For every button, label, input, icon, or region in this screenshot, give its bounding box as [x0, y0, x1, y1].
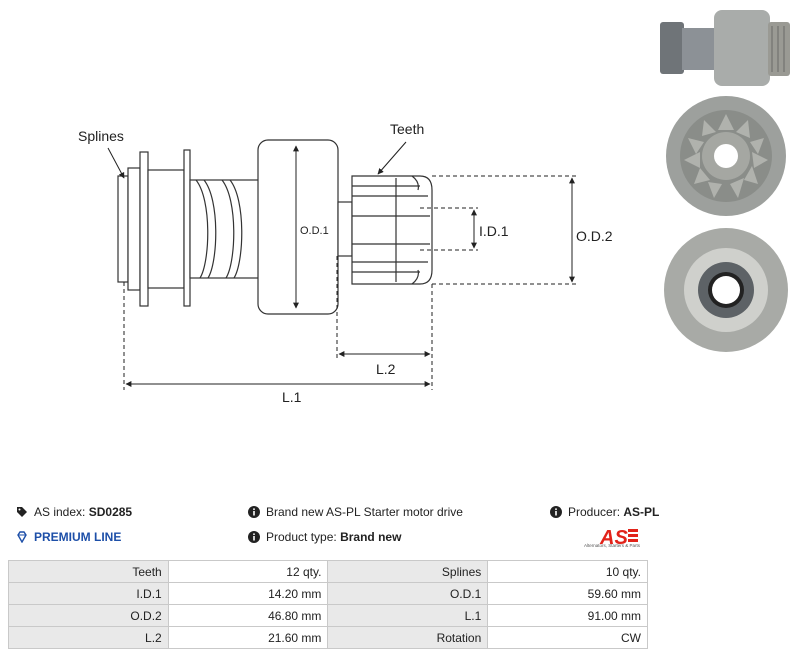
- spec-label: L.1: [327, 604, 489, 627]
- spec-value: 21.60 mm: [167, 626, 329, 649]
- as-index-row: AS index: SD0285: [16, 505, 132, 519]
- spec-value: 46.80 mm: [167, 604, 329, 627]
- spec-value: CW: [487, 626, 648, 649]
- as-index-value: SD0285: [88, 505, 133, 519]
- l2-label: L.2: [376, 361, 396, 377]
- info-icon: [550, 506, 562, 518]
- spline-hub: [127, 167, 141, 291]
- producer-value: AS-PL: [623, 505, 660, 519]
- collar-plate: [139, 151, 149, 307]
- tag-icon: [17, 507, 27, 517]
- spec-label: L.2: [8, 626, 169, 649]
- description-row: Brand new AS-PL Starter motor drive: [248, 505, 463, 519]
- spec-value: 91.00 mm: [487, 604, 648, 627]
- description-text: Brand new AS-PL Starter motor drive: [266, 505, 463, 519]
- collar-ring: [183, 149, 191, 307]
- diamond-icon: [17, 531, 27, 543]
- premium-line-label: PREMIUM LINE: [34, 530, 122, 544]
- od1-label: O.D.1: [300, 225, 329, 237]
- spline-flange: [117, 175, 129, 283]
- product-type-value: Brand new: [340, 530, 402, 544]
- product-photo-side: [660, 10, 790, 86]
- pinion-gear: [351, 175, 433, 285]
- shaft: [189, 179, 261, 279]
- product-photo-splines: [664, 228, 788, 352]
- spec-label: I.D.1: [8, 582, 169, 605]
- as-pl-logo: AS: [599, 527, 638, 549]
- technical-drawing: O.D.1 I.D.1 O.D.2 L.2 L.1 Splines Teeth: [78, 121, 613, 405]
- info-icon: [248, 506, 260, 518]
- pinion-neck: [337, 201, 353, 257]
- spec-label: O.D.2: [8, 604, 169, 627]
- spec-label: Rotation: [327, 626, 489, 649]
- spec-label: O.D.1: [327, 582, 489, 605]
- as-index-label: AS index:: [34, 505, 86, 519]
- spec-value: 59.60 mm: [487, 582, 648, 605]
- teeth-label: Teeth: [390, 121, 424, 137]
- spec-value: 14.20 mm: [167, 582, 329, 605]
- splines-leader: [107, 147, 125, 179]
- id1-label: I.D.1: [479, 223, 509, 239]
- product-type-label: Product type:: [266, 530, 337, 544]
- spec-label: Splines: [327, 560, 489, 583]
- producer-label: Producer:: [568, 505, 621, 519]
- logo-mark: AS: [599, 527, 628, 549]
- spring-coil-2: [221, 179, 243, 279]
- logo-tagline: Alternators, Starters & Parts: [584, 543, 641, 548]
- od2-label: O.D.2: [576, 228, 613, 244]
- spring-coil-1: [195, 179, 217, 279]
- spec-label: Teeth: [8, 560, 169, 583]
- info-icon: [248, 531, 260, 543]
- spec-value: 12 qty.: [167, 560, 329, 583]
- splines-label: Splines: [78, 128, 124, 144]
- product-type-row: Product type: Brand new: [248, 530, 401, 544]
- l1-label: L.1: [282, 389, 302, 405]
- collar-neck: [147, 169, 185, 289]
- teeth-leader: [377, 141, 407, 175]
- product-photo-pinion: [666, 96, 786, 216]
- premium-line: PREMIUM LINE: [16, 530, 121, 544]
- spec-value: 10 qty.: [487, 560, 648, 583]
- producer-row: Producer: AS-PL: [550, 505, 659, 519]
